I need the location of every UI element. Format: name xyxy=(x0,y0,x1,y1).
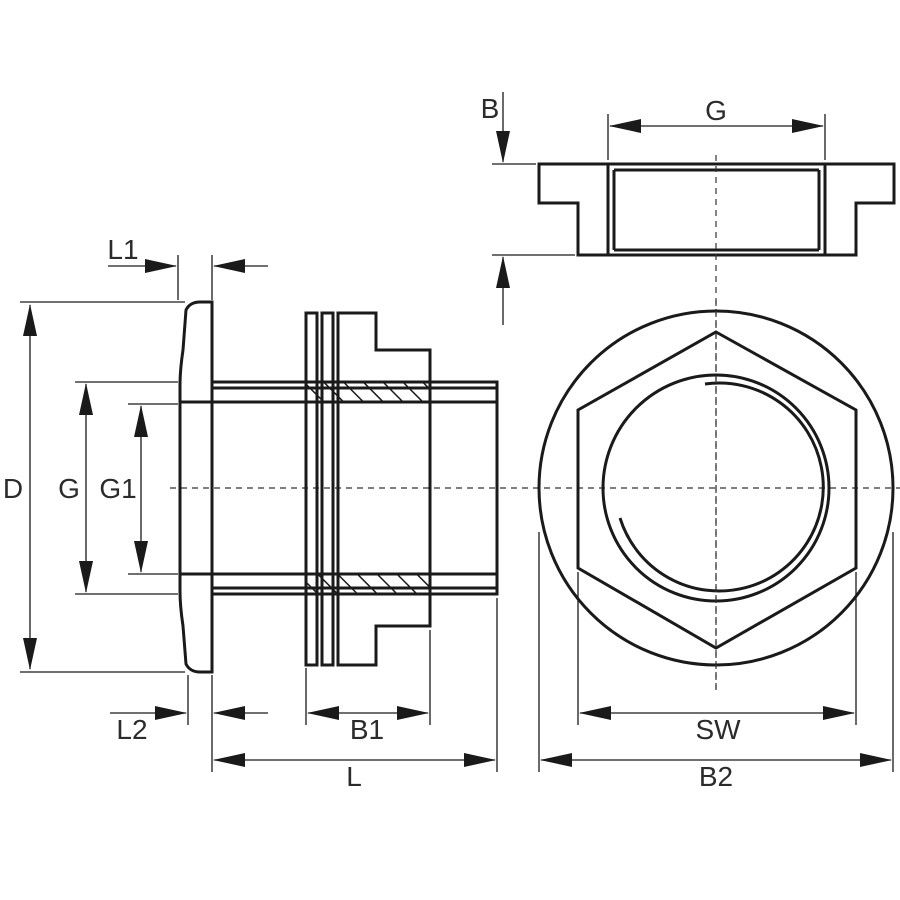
side-section-view xyxy=(170,300,900,674)
label-L: L xyxy=(346,761,362,792)
arrow-head xyxy=(134,541,148,573)
nut-section xyxy=(336,311,432,667)
pipe-wall-bottom-through xyxy=(306,574,430,594)
arrow-head xyxy=(23,304,37,336)
label-SW: SW xyxy=(695,714,741,745)
nut-top-view: G B xyxy=(481,92,896,690)
arrow-head xyxy=(145,259,177,273)
arrow-head xyxy=(496,131,510,163)
arrow-head xyxy=(307,706,339,720)
arrow-head xyxy=(540,753,572,767)
label-L2: L2 xyxy=(116,714,147,745)
label-L1: L1 xyxy=(107,234,138,265)
arrow-head xyxy=(23,638,37,670)
arrow-head xyxy=(792,119,824,133)
arrow-head xyxy=(397,706,429,720)
flange-top-section xyxy=(178,300,214,404)
label-G1: G1 xyxy=(99,473,136,504)
thread-arc xyxy=(618,381,825,593)
arrow-head xyxy=(823,706,855,720)
arrow-head xyxy=(579,706,611,720)
flange-bottom-section xyxy=(178,572,214,674)
washer-2 xyxy=(320,311,335,667)
label-G-top: G xyxy=(705,95,727,126)
side-dimensions: D G G1 L1 L2 B1 xyxy=(3,234,498,792)
arrow-head xyxy=(79,383,93,415)
hex-nut-outline xyxy=(576,330,858,650)
arrow-head xyxy=(155,706,187,720)
arrow-head xyxy=(860,753,892,767)
label-B: B xyxy=(481,93,500,124)
label-D: D xyxy=(3,473,23,504)
arrow-head xyxy=(213,259,245,273)
arrow-head xyxy=(464,753,496,767)
pipe-wall-top-through xyxy=(306,382,430,402)
arrow-head xyxy=(496,256,510,288)
arrow-head xyxy=(213,753,245,767)
front-view: SW B2 xyxy=(537,300,895,792)
label-B2: B2 xyxy=(699,761,733,792)
arrow-head xyxy=(134,405,148,437)
label-B1: B1 xyxy=(350,714,384,745)
nut-profile xyxy=(537,162,896,257)
washer-1 xyxy=(304,311,319,667)
arrow-head xyxy=(79,561,93,593)
label-G-side: G xyxy=(58,473,80,504)
arrow-head xyxy=(213,706,245,720)
arrow-head xyxy=(609,119,641,133)
